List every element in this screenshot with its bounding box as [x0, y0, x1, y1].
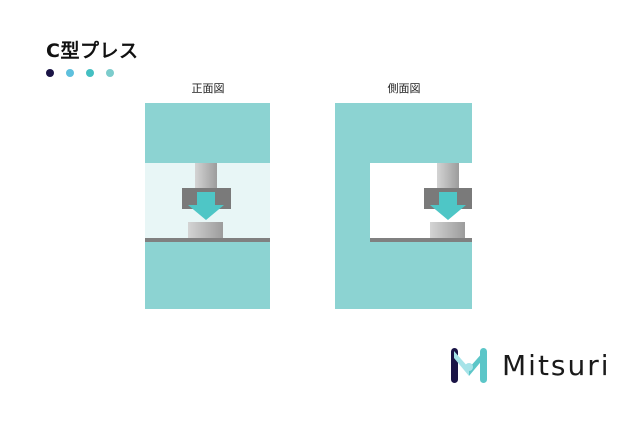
mitsuri-logo-icon: [451, 348, 487, 383]
side-view-label: 側面図: [387, 82, 421, 95]
dot-2: [66, 69, 74, 77]
front-bed-line: [145, 238, 270, 242]
page-title: C型プレス: [46, 40, 139, 62]
front-ram-rod: [195, 163, 217, 188]
side-down-arrow-icon: [430, 192, 466, 220]
side-lower-die: [430, 222, 465, 238]
dot-4: [106, 69, 114, 77]
front-view-label: 正面図: [191, 82, 225, 95]
dot-1: [46, 69, 54, 77]
brand-name: Mitsuri: [502, 349, 611, 382]
logo-right-stem: [480, 348, 487, 383]
logo-dot: [465, 363, 473, 371]
side-bed-line: [370, 238, 472, 242]
logo-left-diagonal: [454, 351, 469, 376]
side-ram-rod: [437, 163, 459, 188]
front-view-diagram: [145, 103, 270, 309]
front-down-arrow-icon: [188, 192, 224, 220]
dot-3: [86, 69, 94, 77]
side-view-diagram: [335, 103, 472, 309]
front-lower-die: [188, 222, 223, 238]
